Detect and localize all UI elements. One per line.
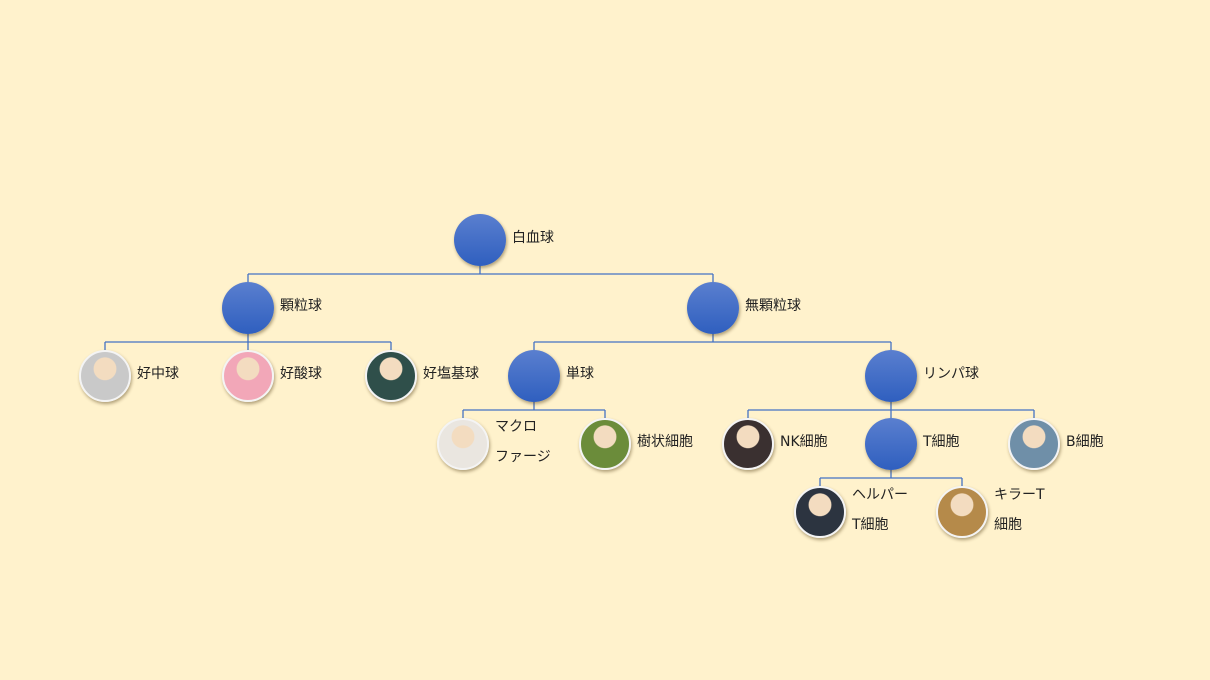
- cell-node-mono[interactable]: [508, 350, 560, 402]
- label-line: 単球: [566, 366, 594, 382]
- label-line: リンパ球: [923, 366, 979, 382]
- character-avatar-nk[interactable]: [722, 418, 774, 470]
- character-avatar-bcell[interactable]: [1008, 418, 1060, 470]
- character-avatar-helper[interactable]: [794, 486, 846, 538]
- character-avatar-killer[interactable]: [936, 486, 988, 538]
- cell-node-tcell[interactable]: [865, 418, 917, 470]
- label-line: 好塩基球: [423, 366, 479, 382]
- character-avatar-neut[interactable]: [79, 350, 131, 402]
- label-line: 白血球: [512, 230, 554, 246]
- label-line: キラーT: [994, 487, 1045, 503]
- node-label-agran: 無顆粒球: [745, 291, 801, 321]
- cell-node-lymph[interactable]: [865, 350, 917, 402]
- node-label-tcell: T細胞: [923, 427, 960, 457]
- character-avatar-eos[interactable]: [222, 350, 274, 402]
- node-label-macro: マクロファージ: [495, 412, 551, 472]
- label-line: ファージ: [495, 449, 551, 465]
- cell-node-agran[interactable]: [687, 282, 739, 334]
- node-label-mono: 単球: [566, 359, 594, 389]
- label-line: 好酸球: [280, 366, 322, 382]
- label-line: T細胞: [923, 434, 960, 450]
- node-label-baso: 好塩基球: [423, 359, 479, 389]
- node-label-nk: NK細胞: [780, 427, 828, 457]
- node-label-dend: 樹状細胞: [637, 427, 693, 457]
- node-label-killer: キラーT 細胞: [994, 480, 1045, 540]
- label-line: 無顆粒球: [745, 298, 801, 314]
- label-line: NK細胞: [780, 434, 828, 450]
- character-avatar-baso[interactable]: [365, 350, 417, 402]
- label-line: T細胞: [852, 517, 889, 533]
- node-label-eos: 好酸球: [280, 359, 322, 389]
- label-line: 好中球: [137, 366, 179, 382]
- node-label-gran: 顆粒球: [280, 291, 322, 321]
- node-label-lymph: リンパ球: [923, 359, 979, 389]
- character-avatar-macro[interactable]: [437, 418, 489, 470]
- character-avatar-dend[interactable]: [579, 418, 631, 470]
- cell-node-gran[interactable]: [222, 282, 274, 334]
- node-label-wbc: 白血球: [512, 223, 554, 253]
- label-line: ヘルパー: [852, 487, 908, 503]
- node-label-bcell: B細胞: [1066, 427, 1104, 457]
- node-label-helper: ヘルパー T細胞: [852, 480, 908, 540]
- label-line: マクロ: [495, 419, 537, 435]
- label-line: 細胞: [994, 517, 1022, 533]
- node-label-neut: 好中球: [137, 359, 179, 389]
- label-line: 顆粒球: [280, 298, 322, 314]
- label-line: 樹状細胞: [637, 434, 693, 450]
- label-line: B細胞: [1066, 434, 1104, 450]
- cell-node-wbc[interactable]: [454, 214, 506, 266]
